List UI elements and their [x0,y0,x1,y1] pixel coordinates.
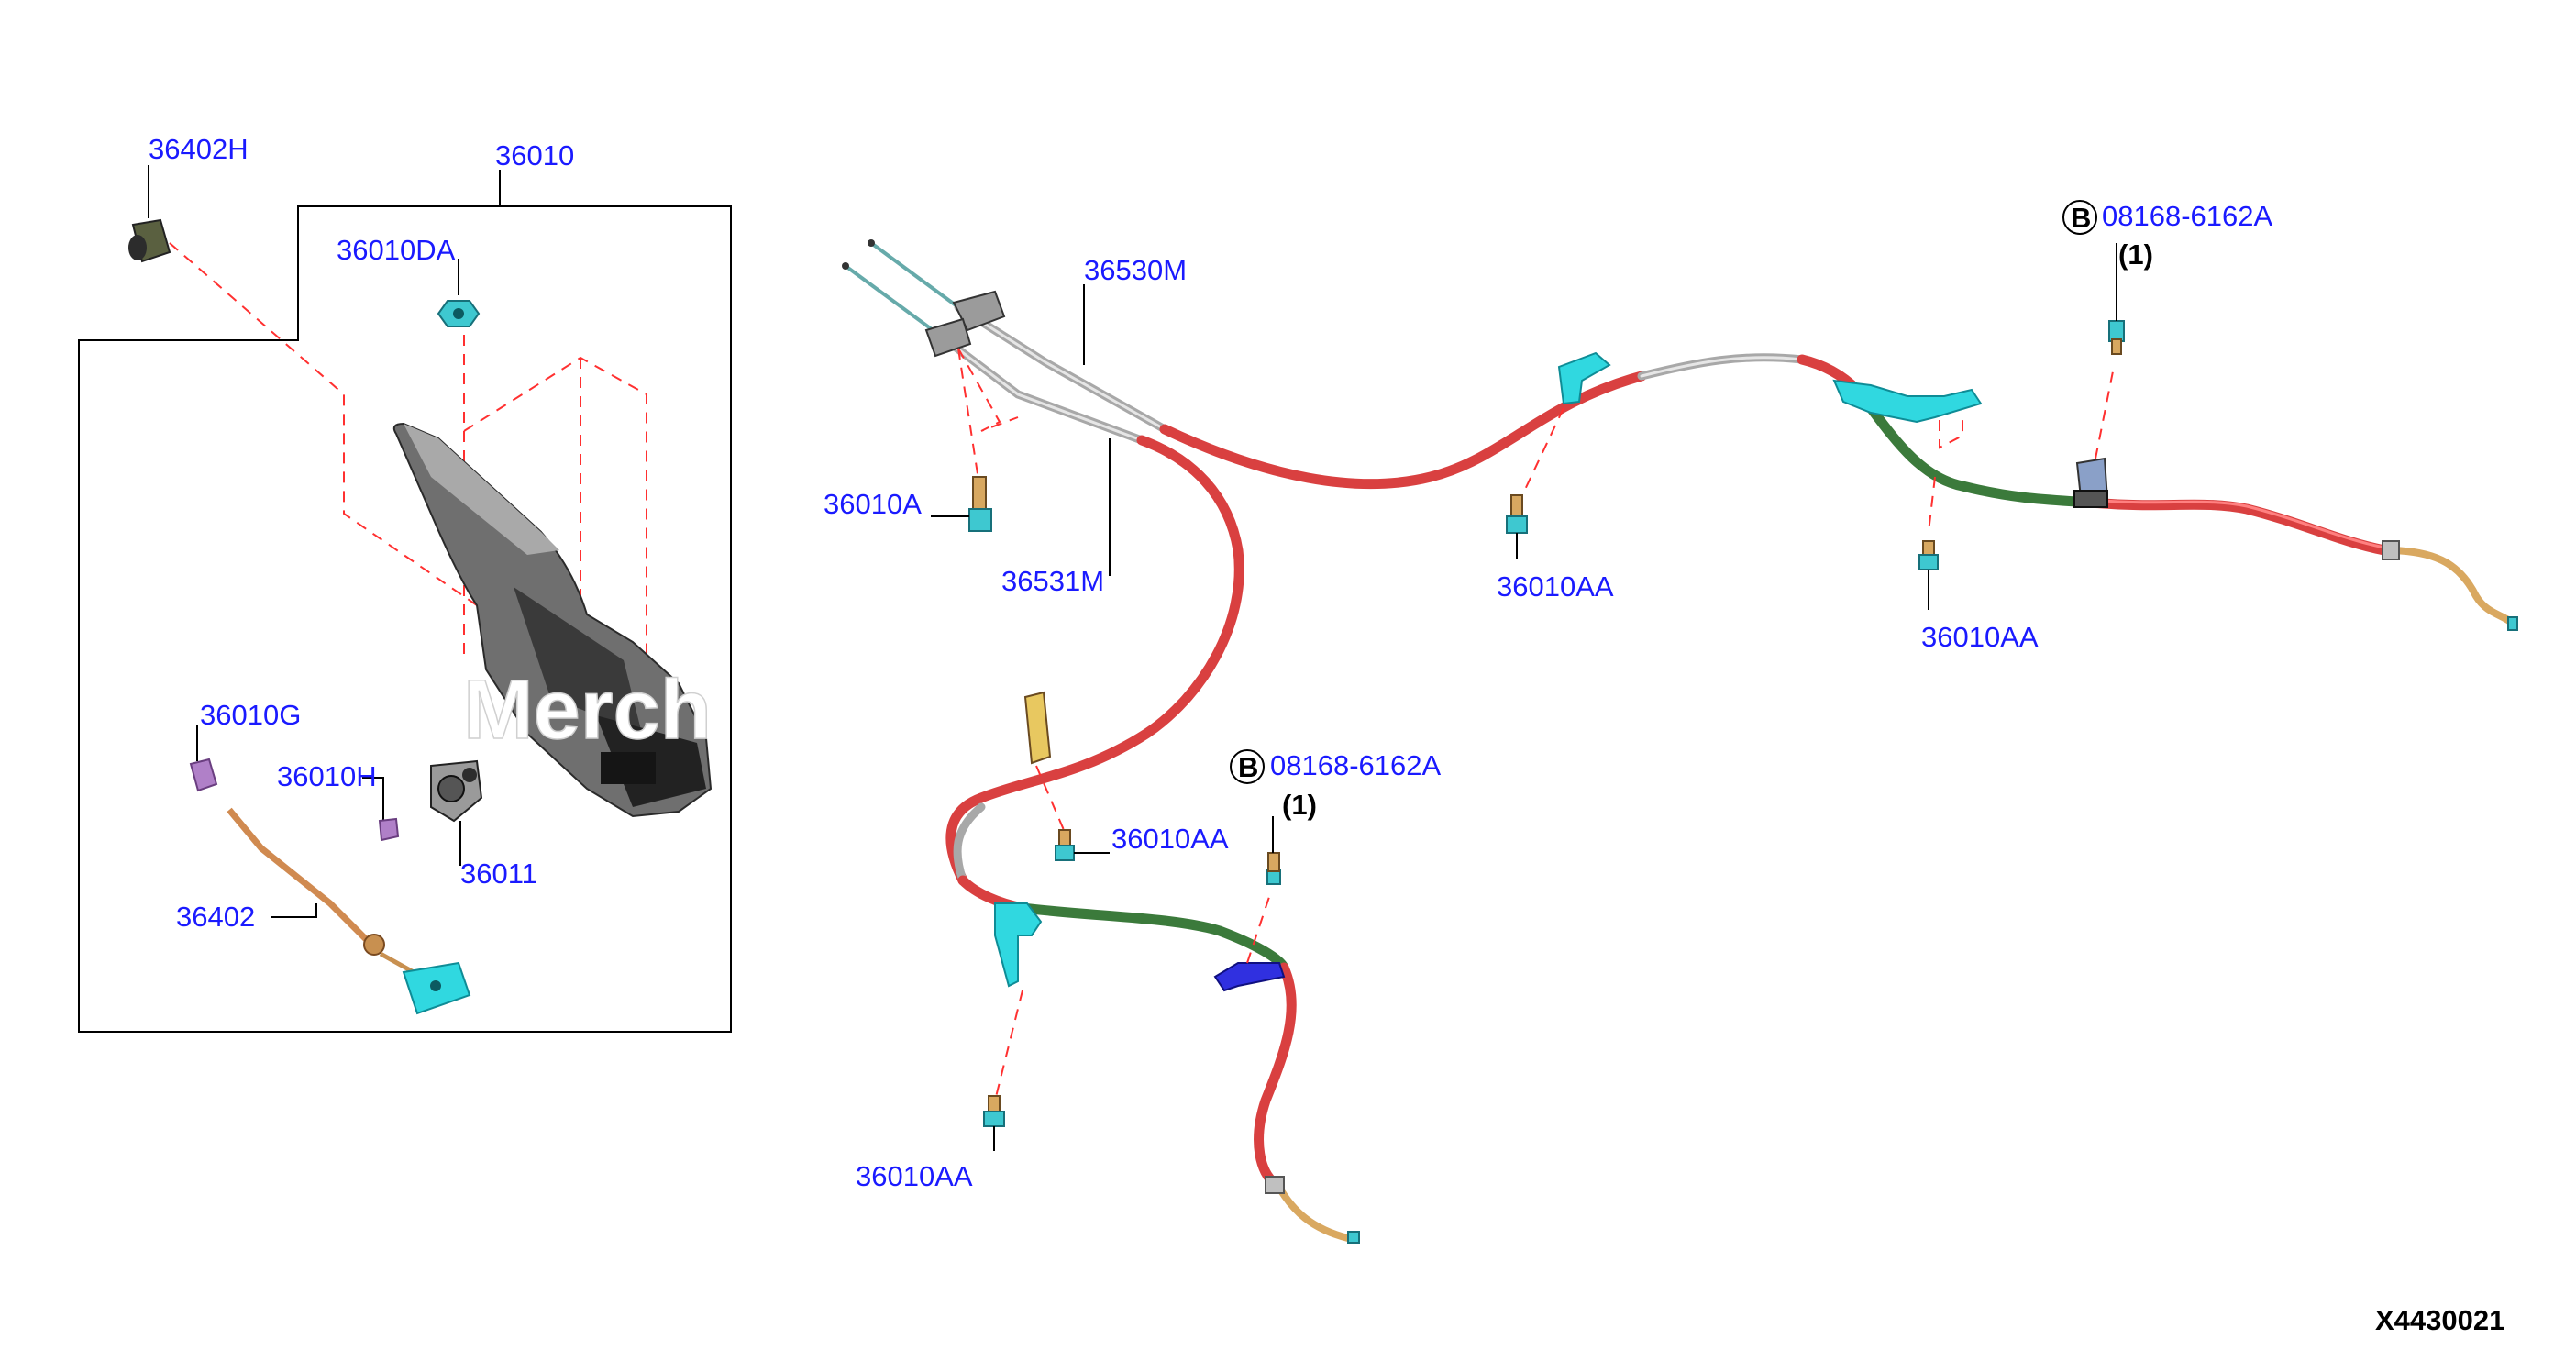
cable-36402 [227,807,471,1015]
badge-b-mid [1230,749,1265,784]
label-36010H: 36010H [277,760,377,792]
clip-mid-yellow [1023,691,1110,861]
label-36402H: 36402H [149,133,249,165]
label-36530M: 36530M [1084,254,1187,286]
adjuster-36011 [430,759,483,866]
parking-brake-lever [392,422,713,818]
label-36010DA: 36010DA [337,234,456,266]
label-36010G: 36010G [200,699,301,731]
bracket-lower-left [983,902,1043,1151]
bracket-upper-mid [1506,351,1611,559]
figure-code: X4430021 [2375,1304,2504,1336]
label-36402: 36402 [176,901,255,933]
badge-b-mid-letter: B [1238,751,1258,783]
cable-36531M-grey [931,327,1146,445]
cable-36530M-red [1159,371,1647,490]
label-36010AA-mid-upper: 36010AA [1497,570,1614,603]
label-36010A: 36010A [824,488,922,520]
clip-08168-top [2073,243,2125,508]
label-36010: 36010 [495,139,574,172]
label-08168-6162A-top: 08168-6162A [2102,200,2272,232]
part-labels: 36402H 36010 36010DA 36010G 36010H 36011… [149,133,2504,1336]
lever-assembly-group [78,165,732,1033]
rear-cable-system [842,239,2518,1244]
cable-36531M-red [945,435,1244,886]
label-36531M: 36531M [1001,565,1104,597]
label-36010AA-mid-lower: 36010AA [1111,823,1229,855]
label-08168-6162A-mid: 08168-6162A [1270,749,1441,781]
badge-b-top [2062,200,2097,235]
bracket-upper-right [1832,379,1983,449]
label-36010AA-bottom: 36010AA [856,1160,973,1192]
qty-note-top: (1) [2118,238,2153,271]
bolt-36010H [362,777,400,842]
badge-b-top-letter: B [2071,202,2091,234]
assembly-frame [78,205,732,1033]
bolt-36010A [931,476,992,532]
watermark-text: Merch [463,663,712,757]
part-36010G [189,725,218,792]
label-36010AA-right: 36010AA [1921,621,2039,653]
label-36011: 36011 [460,858,537,890]
clip-08168-mid [1213,816,1286,992]
clip-36402H [128,165,478,606]
bolt-36010AA-right [1918,476,1939,610]
qty-note-mid: (1) [1282,789,1317,821]
